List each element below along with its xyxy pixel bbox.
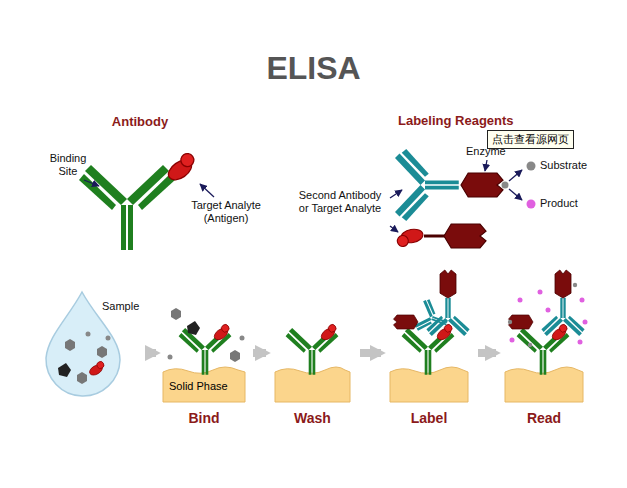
- contaminant-figure: [58, 363, 71, 377]
- enzyme-figure: [394, 315, 419, 329]
- circle-shape: [86, 332, 91, 337]
- contaminant-figure: [65, 339, 75, 351]
- contaminant-figure: [77, 372, 87, 384]
- bind-stage: Solid PhaseBind: [160, 300, 251, 432]
- enzyme-figure: [461, 173, 503, 197]
- antigen-figure: [318, 323, 339, 342]
- antigen-figure: [87, 360, 106, 377]
- leader-line: [390, 190, 402, 198]
- contaminant-figure: [171, 308, 181, 320]
- node-text: Read: [500, 410, 588, 426]
- enzyme-figure: [440, 270, 456, 298]
- node-text: 点击查看源网页: [492, 132, 569, 147]
- circle-shape: [106, 336, 111, 341]
- product-dot: [527, 200, 536, 209]
- section-heading: Antibody: [100, 114, 180, 130]
- enzyme-figure: [444, 224, 486, 248]
- sample-droplet-node: Sample: [44, 288, 143, 400]
- second-antibody-figure: [395, 149, 459, 221]
- callout-label: Product: [540, 197, 578, 210]
- leader-line: [485, 160, 487, 171]
- flow-arrow: [253, 349, 266, 357]
- circle-shape: [538, 290, 543, 295]
- antigen-figure: [211, 323, 232, 342]
- flow-arrow: [360, 349, 381, 357]
- leader-line: [509, 170, 522, 181]
- circle-shape: [168, 355, 173, 360]
- node-text: Wash: [270, 410, 355, 426]
- circle-shape: [573, 283, 577, 287]
- node-text: Solid Phase: [169, 380, 228, 393]
- callout-label: Substrate: [540, 159, 587, 172]
- enzyme-figure: [509, 315, 534, 329]
- circle-shape: [546, 308, 551, 313]
- node-text: Label: [385, 410, 473, 426]
- antigen-figure: [163, 151, 199, 184]
- leader-line: [390, 226, 398, 232]
- flow-arrow: [478, 349, 496, 357]
- circle-shape: [508, 320, 512, 324]
- circle-shape: [510, 338, 515, 343]
- stage-label: Bind: [160, 410, 248, 426]
- leader-line: [509, 189, 522, 200]
- circle-shape: [583, 320, 588, 325]
- callout-label: Binding Site: [40, 152, 96, 178]
- enzyme-figure: [555, 270, 571, 298]
- circle-shape: [518, 298, 523, 303]
- substrate-dot: [502, 182, 509, 189]
- contaminant-figure: [187, 321, 200, 335]
- callout-label: Target Analyte (Antigen): [178, 199, 274, 225]
- contaminant-figure: [230, 350, 240, 362]
- read-stage: Read: [500, 285, 591, 432]
- second-antibody-figure: [541, 298, 584, 336]
- circle-shape: [580, 298, 585, 303]
- substrate-dot: [527, 162, 536, 171]
- solid-phase-block: [275, 367, 350, 402]
- linker-line: [424, 235, 446, 238]
- antibody-figure: [79, 165, 175, 250]
- circle-shape: [240, 336, 245, 341]
- wash-stage: Wash: [270, 300, 358, 432]
- second-antibody-figure: [413, 297, 452, 339]
- node-text: Sample: [102, 300, 139, 313]
- circle-shape: [528, 343, 532, 347]
- leader-line: [84, 180, 99, 186]
- label-stage: Label: [385, 285, 476, 432]
- flow-arrow: [145, 349, 156, 357]
- section-heading: Labeling Reagents: [398, 113, 514, 129]
- leader-line: [200, 184, 214, 197]
- contaminant-figure: [97, 346, 107, 358]
- circle-shape: [578, 340, 583, 345]
- watermark-box: 点击查看源网页: [487, 130, 574, 149]
- antigen-figure: [396, 228, 425, 248]
- diagram-title: ELISA: [0, 50, 627, 87]
- callout-label: Second Antibody or Target Analyte: [294, 189, 386, 215]
